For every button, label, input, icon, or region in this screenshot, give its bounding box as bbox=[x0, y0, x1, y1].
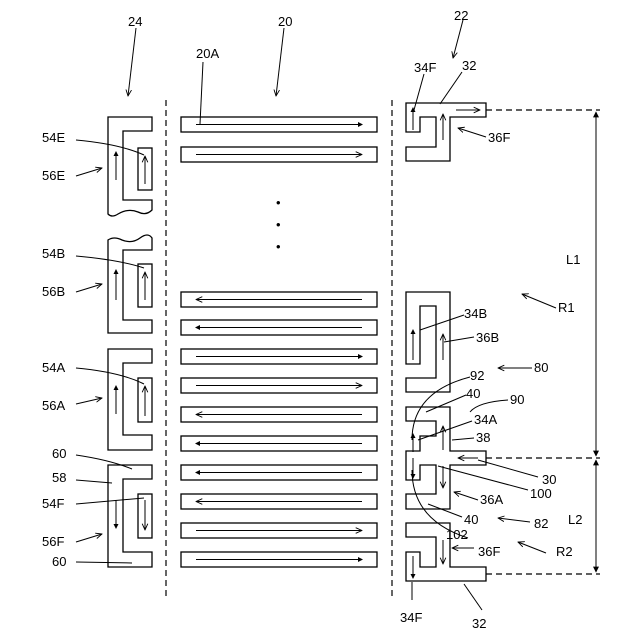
leader-line bbox=[498, 518, 530, 522]
label-38: 38 bbox=[476, 430, 490, 445]
leader-line bbox=[76, 284, 102, 292]
leader-line bbox=[454, 492, 478, 500]
ellipsis-dot: • bbox=[276, 195, 281, 210]
leader-line bbox=[200, 62, 203, 124]
label-R2: R2 bbox=[556, 544, 573, 559]
label-36B: 36B bbox=[476, 330, 499, 345]
label-36F-top: 36F bbox=[488, 130, 510, 145]
label-56B: 56B bbox=[42, 284, 65, 299]
label-60-bottom: 60 bbox=[52, 554, 66, 569]
leader-line bbox=[458, 128, 486, 137]
label-34A: 34A bbox=[474, 412, 497, 427]
ellipsis-dot: • bbox=[276, 239, 281, 254]
label-80: 80 bbox=[534, 360, 548, 375]
label-36F-bottom: 36F bbox=[478, 544, 500, 559]
leader-line bbox=[453, 20, 463, 58]
label-22: 22 bbox=[454, 8, 468, 23]
label-54F: 54F bbox=[42, 496, 64, 511]
leader-line bbox=[276, 28, 284, 96]
label-82: 82 bbox=[534, 516, 548, 531]
label-36A: 36A bbox=[480, 492, 503, 507]
leader-line bbox=[470, 400, 508, 412]
leader-line bbox=[128, 28, 136, 96]
label-L2: L2 bbox=[568, 512, 582, 527]
label-92: 92 bbox=[470, 368, 484, 383]
leader-line bbox=[76, 398, 102, 404]
leader-line bbox=[478, 460, 538, 477]
leader-line bbox=[518, 542, 546, 553]
label-L1: L1 bbox=[566, 252, 580, 267]
label-20: 20 bbox=[278, 14, 292, 29]
center-bar-group bbox=[181, 117, 377, 567]
leader-line bbox=[76, 168, 102, 176]
leader-line bbox=[76, 534, 102, 542]
right-bracket-36F-top bbox=[406, 103, 486, 161]
ellipsis-dot: • bbox=[276, 217, 281, 232]
label-24: 24 bbox=[128, 14, 142, 29]
label-102: 102 bbox=[446, 527, 468, 542]
label-58: 58 bbox=[52, 470, 66, 485]
label-54E: 54E bbox=[42, 130, 65, 145]
label-34F-top: 34F bbox=[414, 60, 436, 75]
label-90: 90 bbox=[510, 392, 524, 407]
label-32-bottom: 32 bbox=[472, 616, 486, 631]
label-20A: 20A bbox=[196, 46, 219, 61]
label-30: 30 bbox=[542, 472, 556, 487]
leader-line bbox=[76, 480, 112, 483]
label-56F: 56F bbox=[42, 534, 64, 549]
leader-line bbox=[438, 466, 528, 490]
label-100: 100 bbox=[530, 486, 552, 501]
label-34F-bottom: 34F bbox=[400, 610, 422, 625]
label-R1: R1 bbox=[558, 300, 575, 315]
label-56E: 56E bbox=[42, 168, 65, 183]
leader-line bbox=[440, 72, 462, 104]
leader-line bbox=[464, 584, 482, 610]
leader-line bbox=[522, 294, 556, 308]
label-60-top: 60 bbox=[52, 446, 66, 461]
leader-line bbox=[452, 438, 474, 440]
label-54B: 54B bbox=[42, 246, 65, 261]
label-34B: 34B bbox=[464, 306, 487, 321]
label-40-bottom: 40 bbox=[464, 512, 478, 527]
label-32-top: 32 bbox=[462, 58, 476, 73]
label-40-top: 40 bbox=[466, 386, 480, 401]
label-54A: 54A bbox=[42, 360, 65, 375]
label-56A: 56A bbox=[42, 398, 65, 413]
